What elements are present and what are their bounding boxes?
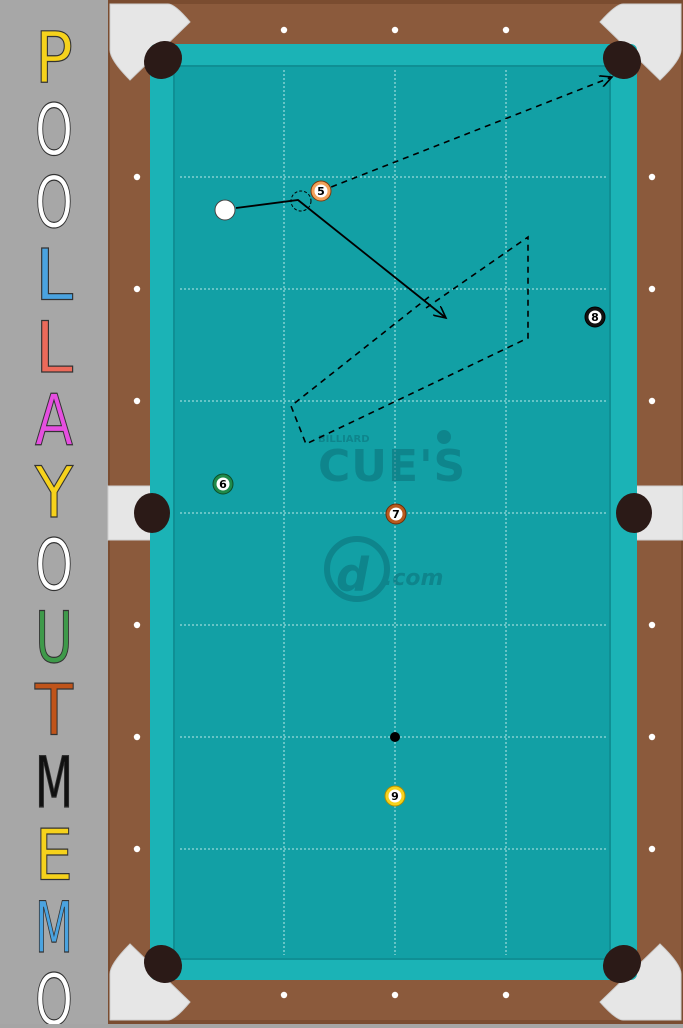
ball-7[interactable]: 7 <box>385 503 407 525</box>
title-letter: O <box>35 162 73 244</box>
cues-watermark: BILLIARD CUE'S d .com <box>318 430 466 602</box>
title-letter: A <box>35 380 73 462</box>
ball-number-label: 8 <box>591 311 599 324</box>
ball-5[interactable]: 5 <box>310 180 332 202</box>
title-letter: O <box>35 90 73 172</box>
title-letter: M <box>35 742 73 824</box>
title-letter: E <box>35 815 73 897</box>
cue-ball-run-path <box>290 235 529 446</box>
foot-spot <box>390 732 400 742</box>
title-letter: O <box>35 525 73 607</box>
title-letter: M <box>35 887 73 969</box>
title-letter: P <box>35 17 73 99</box>
pocket-top-left <box>143 40 183 80</box>
ball-number-label: 6 <box>219 478 227 491</box>
pocket-bottom-left <box>143 944 183 984</box>
title-letter: O <box>35 960 73 1025</box>
ball-6[interactable]: 6 <box>212 473 234 495</box>
ball-9[interactable]: 9 <box>384 785 406 807</box>
cue-ball[interactable] <box>214 199 236 221</box>
title-letter: L <box>35 235 73 317</box>
pocket-top-right <box>602 40 642 80</box>
title-letter: U <box>35 597 73 679</box>
shot-paths <box>235 77 612 446</box>
rail-diamonds <box>133 26 656 999</box>
pocket-bottom-right <box>602 944 642 984</box>
watermark-small-text: BILLIARD <box>318 434 370 445</box>
balls-layer[interactable]: 5 6 7 8 9 <box>212 180 606 807</box>
watermark-d-logo-icon <box>324 536 390 602</box>
title-letter: T <box>34 670 73 752</box>
watermark-cue-ball-icon <box>437 430 451 444</box>
title-letter: L <box>35 307 73 389</box>
watermark-main-text: CUE'S <box>318 441 466 492</box>
watermark-com-text: .com <box>384 566 443 591</box>
pockets <box>134 40 652 984</box>
object-ball-path <box>320 77 612 192</box>
ball-number-label: 9 <box>391 790 399 803</box>
pocket-side-right <box>616 493 652 533</box>
title-letter: Y <box>34 452 73 534</box>
cue-ball-path <box>235 199 446 318</box>
ghost-ball-marker <box>290 190 312 212</box>
ball-number-label: 5 <box>317 185 325 198</box>
watermark-logo-letter: d <box>336 548 370 602</box>
ball-8[interactable]: 8 <box>584 306 606 328</box>
ball-number-label: 7 <box>392 508 400 521</box>
side-panel <box>0 0 108 1024</box>
pocket-side-left <box>134 493 170 533</box>
